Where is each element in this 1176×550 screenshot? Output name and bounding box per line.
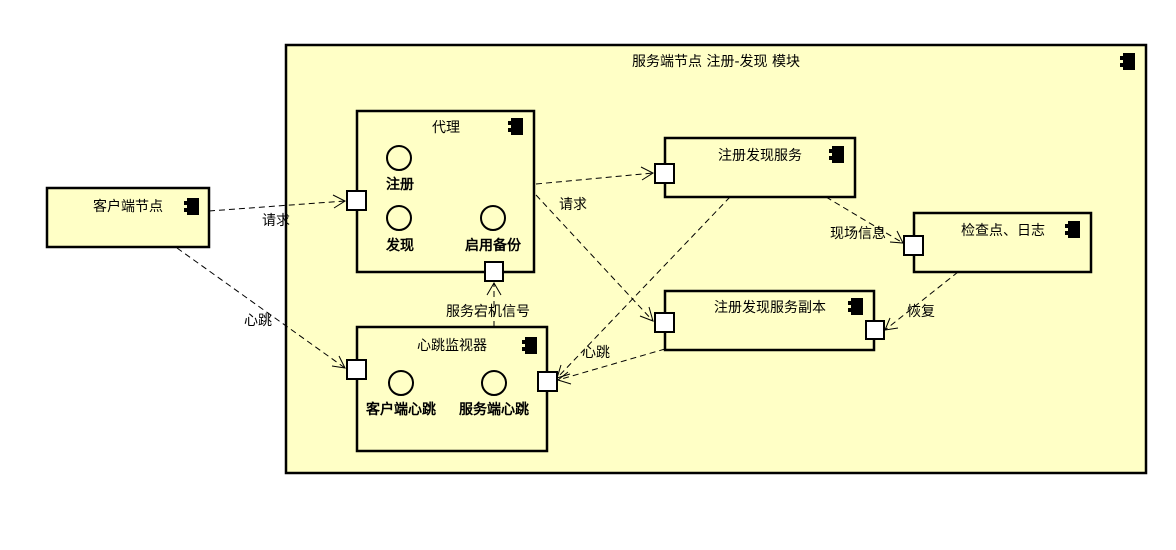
registry-replica-component: 注册发现服务副本 xyxy=(654,289,885,352)
register-interface-icon xyxy=(386,145,412,171)
replica-request-port xyxy=(654,312,675,333)
proxy-backup-port xyxy=(484,261,504,282)
client-heartbeat-label: 心跳 xyxy=(244,313,272,329)
scene-info-label: 现场信息 xyxy=(830,225,886,242)
dependency-recover: 恢复 xyxy=(884,271,959,331)
dependency-replica-heartbeat: 心跳 xyxy=(556,345,666,385)
registry-replica-title: 注册发现服务副本 xyxy=(714,300,826,316)
register-interface-label: 注册 xyxy=(386,176,414,193)
proxy-request-port xyxy=(346,190,367,211)
heartbeat-monitor-title: 心跳监视器 xyxy=(417,338,487,354)
heartbeat-monitor-component: 心跳监视器 客户端心跳 服务端心跳 xyxy=(346,325,558,453)
module-title: 服务端节点 注册-发现 模块 xyxy=(632,54,800,70)
checkpoint-log-component: 检查点、日志 xyxy=(903,211,1093,274)
registry-service-title: 注册发现服务 xyxy=(718,148,802,164)
monitor-client-port xyxy=(346,359,367,380)
recover-label: 恢复 xyxy=(907,303,935,320)
client-heartbeat-interface-label: 客户端心跳 xyxy=(365,401,436,418)
replica-recover-port xyxy=(865,320,885,340)
checkpoint-port xyxy=(903,235,924,256)
proxy-component: 代理 注册 发现 启用备份 xyxy=(346,109,536,282)
dependency-scene-info: 现场信息 xyxy=(825,196,904,244)
registry-request-port xyxy=(654,163,675,184)
registry-heartbeat-label: 心跳 xyxy=(582,345,610,361)
server-down-label: 服务宕机信号 xyxy=(446,304,530,320)
client-node-title: 客户端节点 xyxy=(93,198,163,215)
dependency-proxy-registry xyxy=(535,166,655,185)
proxy-request-label: 请求 xyxy=(559,197,587,213)
client-node: 客户端节点 xyxy=(45,186,211,249)
dependency-client-heartbeat: 心跳 xyxy=(176,247,346,369)
registry-service-component: 注册发现服务 xyxy=(654,136,857,199)
dependency-client-request: 请求 xyxy=(208,194,347,229)
server-heartbeat-interface-icon xyxy=(481,370,507,396)
proxy-title: 代理 xyxy=(432,120,460,136)
dependency-registry-heartbeat xyxy=(556,196,731,379)
monitor-server-port xyxy=(537,371,558,392)
discover-interface-label: 发现 xyxy=(385,237,414,254)
backup-interface-label: 启用备份 xyxy=(465,237,522,254)
backup-interface-icon xyxy=(480,205,506,231)
client-request-label: 请求 xyxy=(262,213,290,229)
dependency-proxy-replica: 请求 xyxy=(535,194,654,322)
discover-interface-icon xyxy=(386,205,412,231)
checkpoint-log-title: 检查点、日志 xyxy=(961,223,1045,239)
dependency-server-down: 服务宕机信号 xyxy=(446,282,530,327)
client-heartbeat-interface-icon xyxy=(388,370,414,396)
server-heartbeat-interface-label: 服务端心跳 xyxy=(459,401,529,418)
